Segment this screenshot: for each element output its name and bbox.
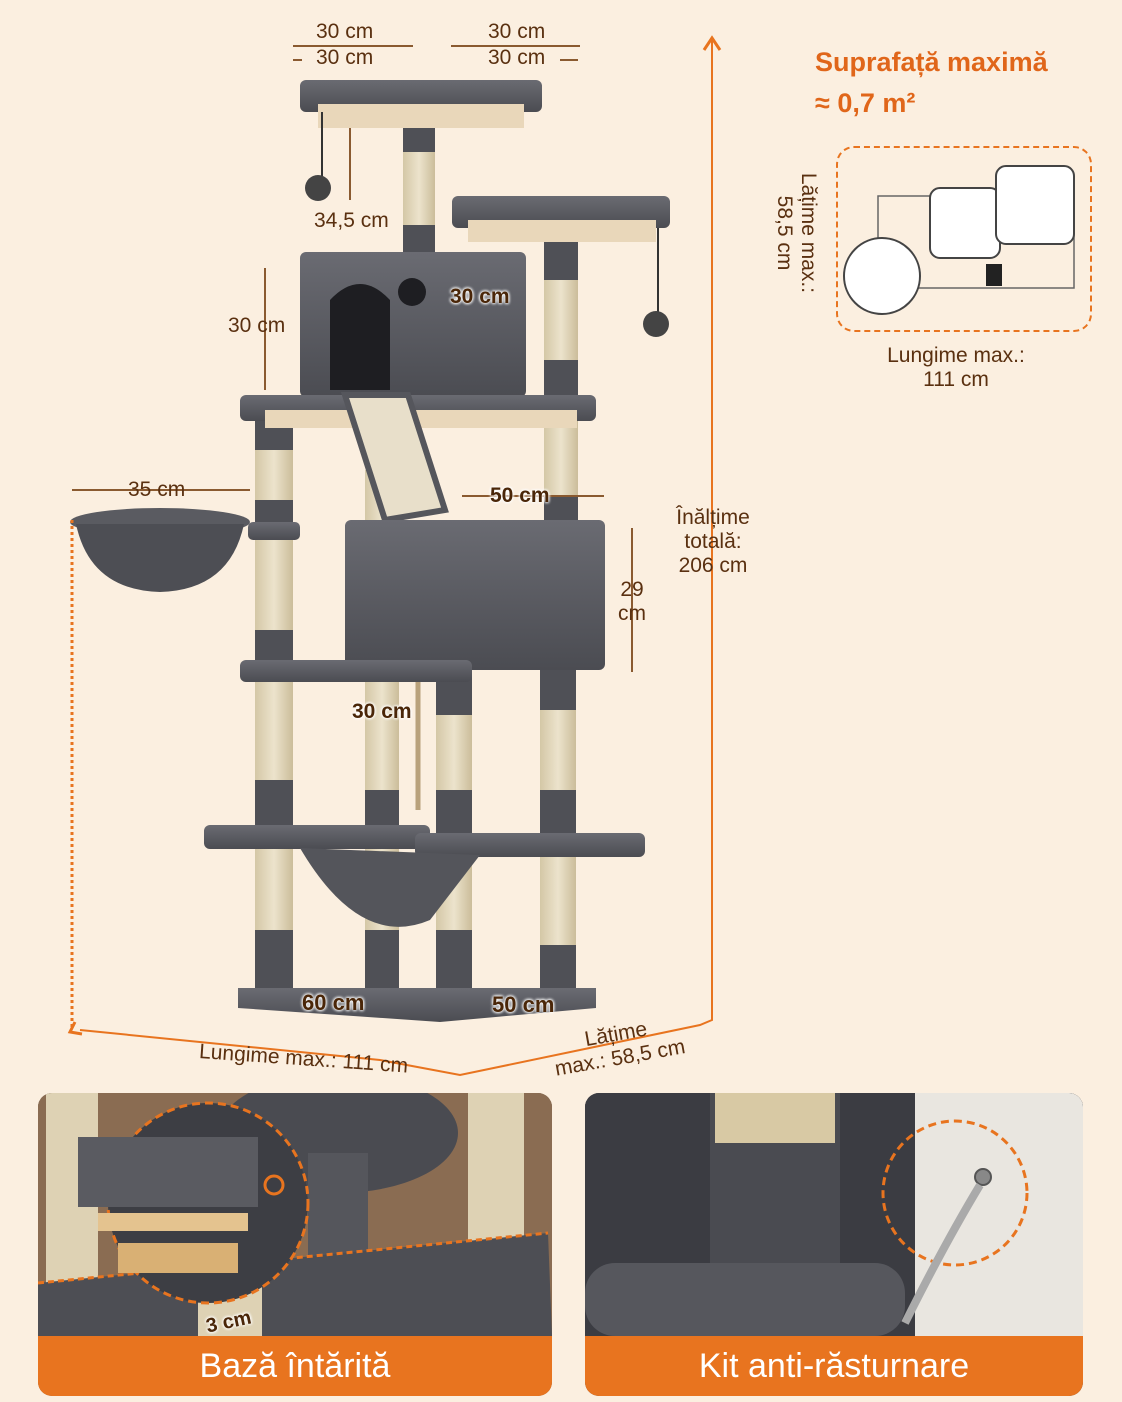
dim-box-height: 29 cm	[618, 578, 646, 626]
reinforced-base-photo	[38, 1093, 552, 1336]
dim-top-left-b: 30 cm	[316, 46, 374, 69]
anti-tip-kit-photo	[585, 1093, 1083, 1336]
dim-box-width: 50 cm	[490, 484, 550, 507]
dim-basket: 35 cm	[128, 478, 186, 501]
panel-anti-tip-kit: Kit anti-răsturnare	[585, 1093, 1083, 1396]
dim-condo-depth: 30 cm	[450, 285, 510, 308]
dim-base-width: 50 cm	[492, 992, 555, 1017]
footprint-diagram	[843, 165, 1075, 315]
dim-top-right-b: 30 cm	[488, 46, 546, 69]
sisal-posts	[255, 110, 578, 995]
dim-condo-height: 30 cm	[228, 314, 286, 337]
hammock	[204, 825, 645, 927]
condo	[300, 252, 526, 397]
dim-total-height: Înălțime totală: 206 cm	[676, 506, 750, 578]
dim-box-depth: 30 cm	[352, 700, 412, 723]
dim-base-length: 60 cm	[302, 990, 365, 1015]
dim-top-left-a: 30 cm	[316, 20, 374, 43]
top-platforms	[300, 80, 670, 337]
surface-title: Suprafață maximă ≈ 0,7 m²	[815, 47, 1048, 118]
dim-top-right-a: 30 cm	[488, 20, 546, 43]
dim-post-gap: 34,5 cm	[314, 209, 389, 232]
surface-length-label: Lungime max.: 111 cm	[887, 344, 1025, 392]
scratching-ramp	[340, 392, 449, 524]
cat-tree-illustration	[67, 35, 722, 1077]
panel-reinforced-base: 3 cm Bază întărită	[38, 1093, 552, 1396]
panel-left-label: Bază întărită	[38, 1336, 552, 1396]
surface-width-label: Lățime max.: 58,5 cm	[772, 172, 820, 294]
big-box	[345, 520, 605, 670]
footprint-box	[836, 146, 1092, 332]
panel-right-label: Kit anti-răsturnare	[585, 1336, 1083, 1396]
base	[238, 988, 596, 1022]
basket	[70, 508, 300, 592]
